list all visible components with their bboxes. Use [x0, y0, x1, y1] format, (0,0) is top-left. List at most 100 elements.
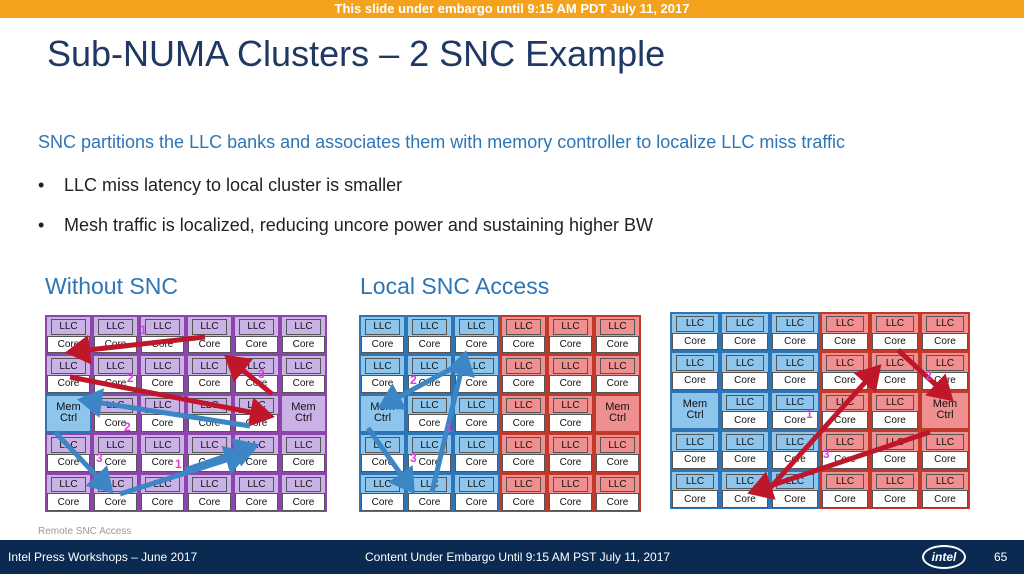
llc-label: LLC	[553, 437, 588, 453]
core-label: Core	[408, 493, 451, 511]
llc-label: LLC	[506, 397, 541, 414]
bullet-symbol: •	[38, 175, 45, 195]
core-label: Core	[922, 372, 968, 390]
mem-ctrl-line1: Mem	[682, 398, 708, 411]
llc-label: LLC	[459, 397, 494, 414]
llc-label: LLC	[776, 434, 814, 450]
core-label: Core	[94, 335, 137, 354]
llc-label: LLC	[876, 473, 914, 490]
llc-label: LLC	[239, 397, 274, 414]
llc-label: LLC	[239, 319, 274, 335]
core-label: Core	[94, 375, 137, 393]
llc-label: LLC	[51, 319, 86, 335]
llc-label: LLC	[192, 397, 227, 414]
core-label: Core	[282, 335, 325, 354]
core-label: Core	[872, 332, 918, 351]
core-label: Core	[772, 450, 818, 469]
core-label: Core	[235, 375, 278, 393]
mem-ctrl-line2: Ctrl	[59, 412, 78, 425]
llc-label: LLC	[459, 319, 494, 335]
llc-label: LLC	[726, 316, 764, 332]
mem-ctrl-line1: Mem	[932, 398, 958, 411]
llc-label: LLC	[553, 397, 588, 414]
core-label: Core	[596, 493, 639, 511]
llc-label: LLC	[876, 316, 914, 332]
core-label: Core	[282, 453, 325, 472]
intel-logo: intel	[922, 545, 966, 569]
llc-label: LLC	[676, 355, 714, 372]
mem-ctrl-line2: Ctrl	[686, 409, 704, 422]
mem-ctrl-line2: Ctrl	[936, 409, 954, 422]
core-label: Core	[672, 490, 718, 508]
footer: Intel Press Workshops – June 2017 Conten…	[0, 540, 1024, 574]
llc-label: LLC	[192, 358, 227, 375]
llc-label: LLC	[600, 358, 635, 375]
llc-label: LLC	[826, 473, 864, 490]
llc-label: LLC	[145, 437, 180, 453]
core-label: Core	[408, 335, 451, 354]
llc-label: LLC	[459, 358, 494, 375]
core-label: Core	[549, 375, 592, 393]
core-label: Core	[822, 372, 868, 390]
llc-label: LLC	[506, 319, 541, 335]
core-label: Core	[455, 375, 498, 393]
llc-label: LLC	[826, 434, 864, 450]
core-label: Core	[455, 493, 498, 511]
core-label: Core	[872, 490, 918, 508]
mem-ctrl-line2: Ctrl	[608, 412, 627, 425]
llc-label: LLC	[506, 358, 541, 375]
core-label: Core	[235, 493, 278, 511]
core-label: Core	[596, 335, 639, 354]
llc-label: LLC	[776, 355, 814, 372]
core-label: Core	[361, 335, 404, 354]
llc-label: LLC	[51, 476, 86, 493]
core-label: Core	[408, 453, 451, 472]
llc-label: LLC	[553, 358, 588, 375]
llc-label: LLC	[412, 319, 447, 335]
llc-label: LLC	[286, 358, 321, 375]
llc-label: LLC	[600, 476, 635, 493]
